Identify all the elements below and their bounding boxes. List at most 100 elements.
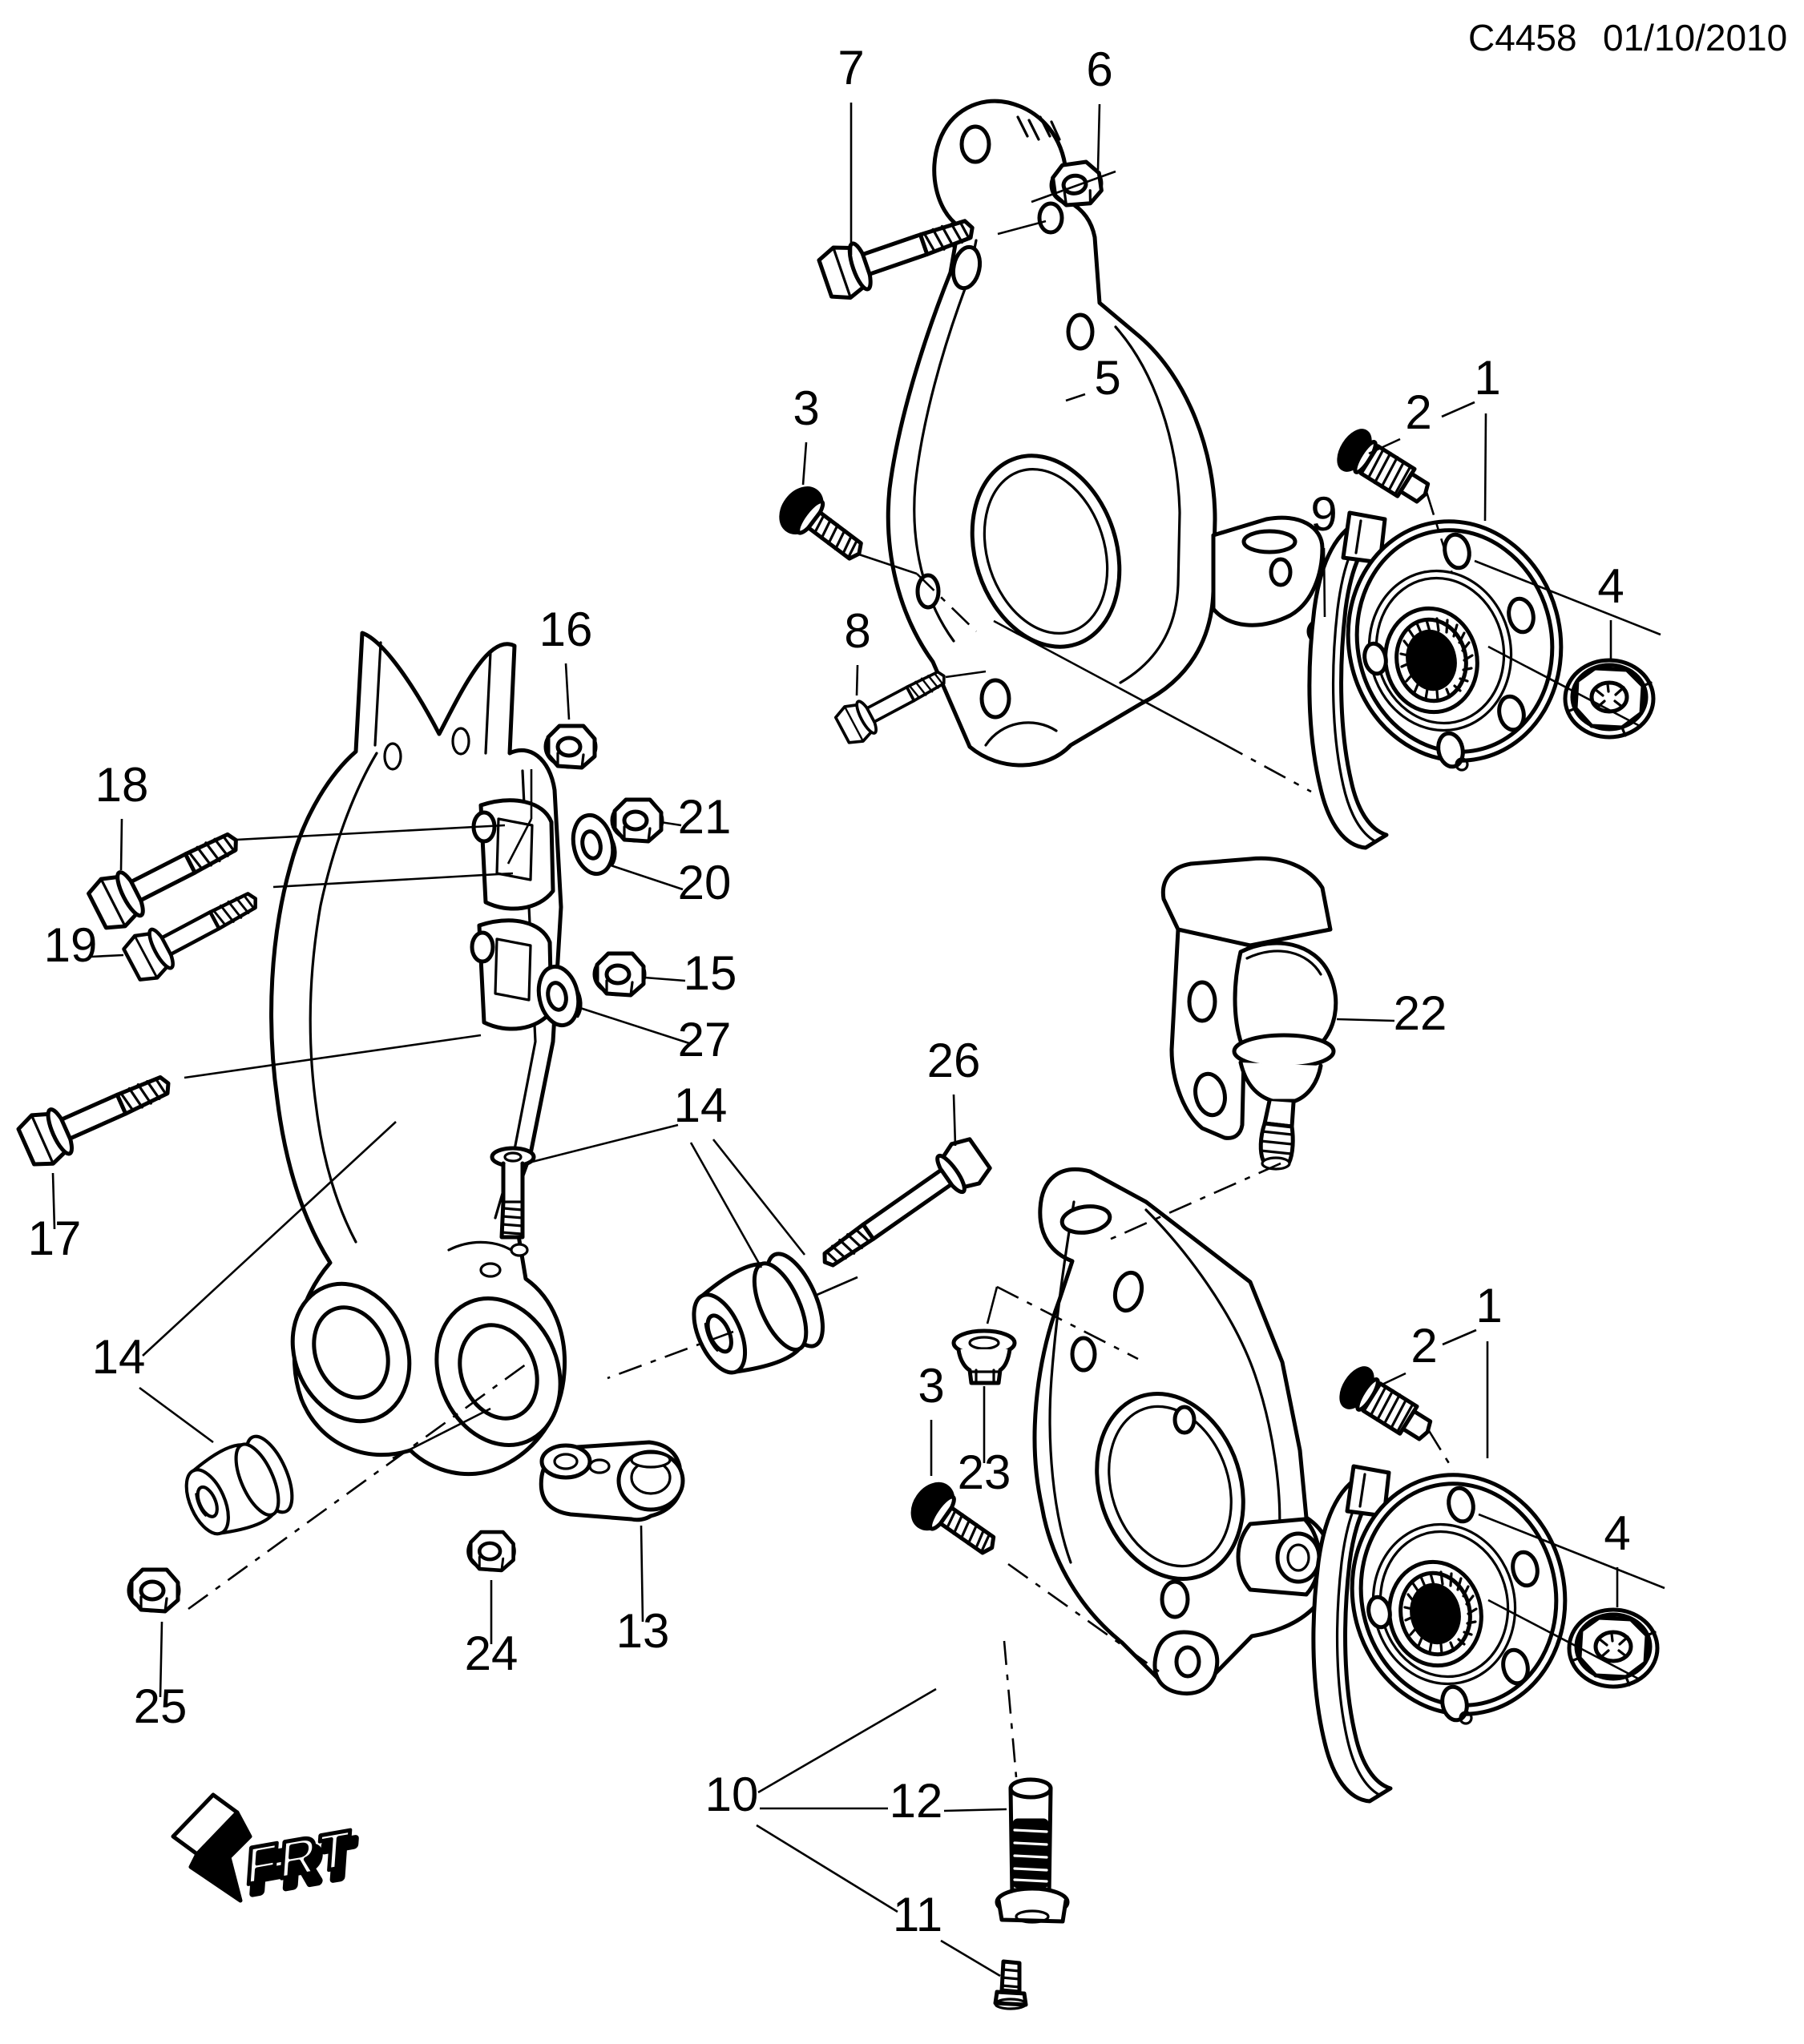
callout-leader-8	[855, 664, 859, 696]
callout-number-25: 25	[134, 1679, 188, 1733]
callout-number-8: 8	[844, 604, 870, 658]
callout-number-4: 4	[1604, 1506, 1630, 1560]
callout-number-21: 21	[678, 790, 732, 844]
callout-leader-15	[644, 976, 686, 982]
part-nut-4-upper	[1565, 660, 1653, 737]
pointer-line	[1031, 170, 1116, 204]
part-bolt-17	[15, 1059, 179, 1171]
drawing-date: 01/10/2010	[1603, 17, 1787, 58]
callout-number-12: 12	[890, 1774, 943, 1828]
callout-number-4: 4	[1597, 559, 1624, 613]
part-nut-16	[546, 726, 595, 768]
callout-leader-27	[579, 1006, 690, 1045]
callout-leader-14	[712, 1139, 806, 1256]
callout-number-14: 14	[92, 1330, 146, 1384]
part-nut-25	[129, 1570, 179, 1611]
pointer-line	[272, 872, 514, 889]
callout-number-7: 7	[837, 41, 864, 95]
callout-number-14: 14	[674, 1078, 728, 1132]
callout-leader-12	[943, 1808, 1007, 1812]
callout-number-16: 16	[539, 603, 593, 656]
axis-line	[1427, 1429, 1455, 1472]
callout-number-27: 27	[678, 1013, 732, 1066]
callout-number-19: 19	[44, 918, 98, 972]
pointer-line	[1487, 645, 1641, 728]
callout-number-2: 2	[1411, 1319, 1437, 1373]
callout-number-5: 5	[1094, 351, 1120, 405]
part-pinchbolt-12	[995, 1777, 1070, 1924]
callout-number-3: 3	[918, 1359, 944, 1413]
callout-number-3: 3	[793, 381, 819, 435]
axis-line	[1107, 1162, 1281, 1242]
part-knuckle-left	[269, 631, 567, 1477]
callout-leader-10	[756, 1824, 898, 1913]
axis-line	[188, 1361, 530, 1611]
callout-leader-9	[1322, 547, 1326, 618]
part-bolt-8	[831, 657, 955, 749]
callout-number-9: 9	[1310, 487, 1337, 541]
part-plug-23	[951, 1328, 1017, 1385]
callout-leader-1	[1441, 401, 1475, 418]
callout-number-15: 15	[684, 946, 737, 1000]
direction-indicator: FRT FRT	[171, 1792, 363, 1909]
part-nut-24	[468, 1532, 514, 1570]
callout-leader-17	[51, 1172, 56, 1230]
axis-line	[607, 1330, 734, 1380]
callout-leader-1	[1483, 413, 1487, 522]
axis-line	[996, 1285, 1139, 1361]
pointer-line	[1487, 1599, 1641, 1681]
part-nut-4-lower	[1569, 1610, 1657, 1687]
part-balljoint-22	[1160, 856, 1338, 1171]
part-stud-14	[490, 1146, 536, 1240]
pointer-line	[184, 1034, 482, 1079]
callout-leader-14	[525, 1123, 679, 1165]
callout-leader-11	[940, 1939, 1001, 1977]
part-screw-11	[993, 1959, 1028, 2010]
part-nut-15	[595, 953, 644, 995]
part-hub-lower	[1314, 1455, 1587, 1801]
callout-leader-22	[1336, 1018, 1395, 1022]
callout-number-1: 1	[1474, 351, 1500, 405]
callout-leader-14	[142, 1121, 397, 1357]
callout-leader-3	[801, 441, 808, 486]
callout-number-20: 20	[678, 856, 732, 909]
pointer-line	[236, 824, 506, 841]
callout-leader-1	[1442, 1328, 1477, 1346]
pointer-line	[506, 818, 533, 865]
part-knuckle-lower	[1032, 1167, 1334, 1695]
pointer-line	[858, 553, 918, 575]
pointer-line	[993, 619, 1222, 744]
part-knuckle-upper	[886, 99, 1325, 768]
callout-leader-26	[952, 1094, 957, 1147]
callout-number-11: 11	[893, 1888, 942, 1941]
callout-leader-2	[1368, 437, 1401, 455]
pointer-lines	[184, 170, 1665, 1778]
callout-number-2: 2	[1405, 385, 1431, 439]
part-stud-2-lower	[1335, 1363, 1439, 1450]
callout-leader-18	[119, 818, 123, 871]
pointer-line	[1478, 1513, 1665, 1590]
callout-number-22: 22	[1394, 986, 1447, 1040]
part-bushing-14-mid	[679, 1244, 835, 1391]
callout-number-23: 23	[958, 1445, 1011, 1499]
callout-number-13: 13	[616, 1604, 670, 1658]
part-nut-21	[612, 800, 662, 841]
part-bushing-14-left	[174, 1428, 302, 1549]
axis-line	[1425, 491, 1454, 574]
callout-number-10: 10	[705, 1768, 759, 1821]
callout-leader-10	[757, 1687, 937, 1794]
callout-leader-21	[660, 820, 682, 827]
callout-number-17: 17	[28, 1211, 82, 1265]
pointer-line	[392, 1407, 491, 1460]
callout-leader-2	[1374, 1372, 1406, 1389]
pointer-line	[945, 670, 987, 679]
callout-leader-6	[1096, 103, 1101, 171]
callout-leader-13	[640, 1525, 644, 1623]
callout-number-1: 1	[1475, 1279, 1502, 1332]
callout-leader-5	[1065, 393, 1086, 402]
axis-line	[916, 573, 977, 632]
callout-leader-19	[91, 953, 124, 958]
